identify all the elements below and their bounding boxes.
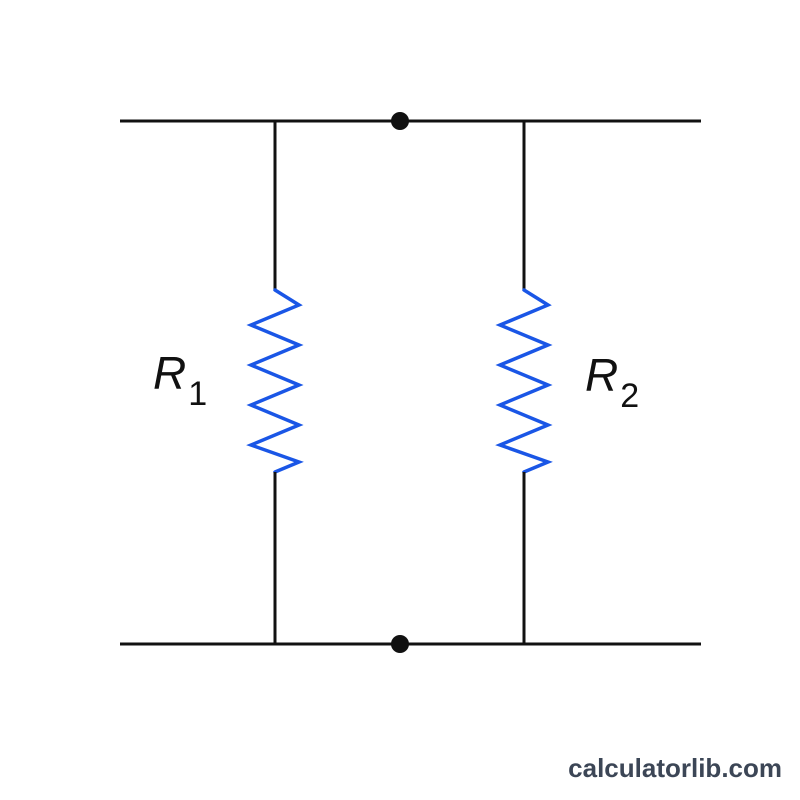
resistor-r1	[246, 288, 304, 474]
resistor-r1-subscript: 1	[188, 375, 208, 413]
top-terminal-node	[391, 112, 409, 130]
bottom-terminal-node	[391, 635, 409, 653]
resistor-r2-subscript: 2	[620, 377, 640, 415]
resistor-r1-label: R1	[153, 347, 207, 411]
resistor-r2-symbol: R	[585, 349, 619, 401]
resistor-r2-label: R2	[585, 349, 639, 413]
site-watermark[interactable]: calculatorlib.com	[568, 753, 782, 783]
resistor-r1-symbol: R	[153, 347, 187, 399]
resistor-r2	[495, 288, 553, 474]
